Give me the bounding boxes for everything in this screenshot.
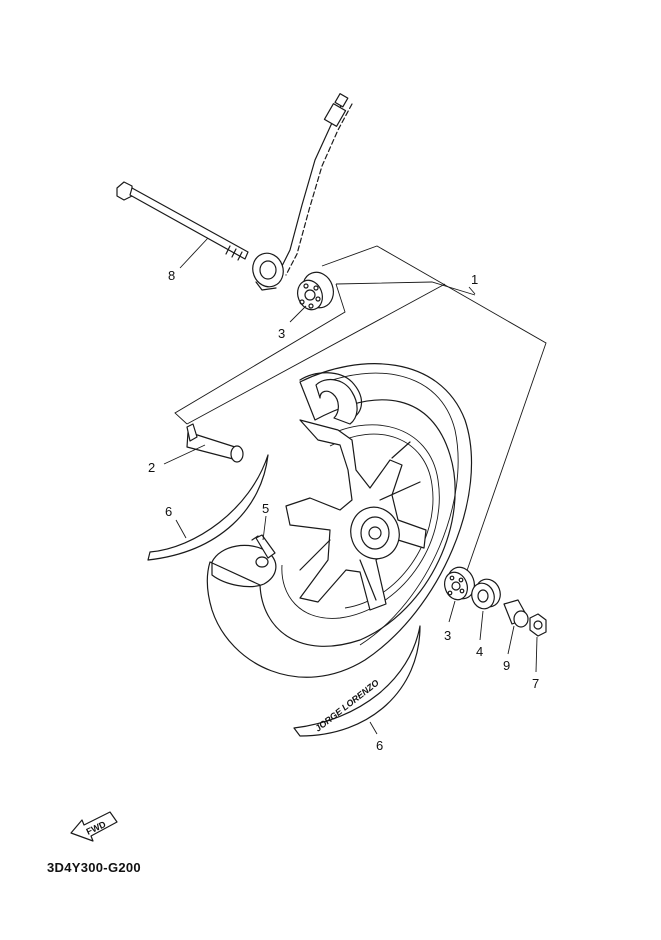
callout-2: 2 <box>148 460 155 475</box>
leader-lines <box>163 237 538 735</box>
spacer-collar <box>186 423 244 463</box>
valve <box>251 534 276 568</box>
axle-nut <box>529 613 547 637</box>
speedometer-cable <box>279 93 353 276</box>
callout-5: 5 <box>262 501 269 516</box>
callout-3b: 3 <box>444 628 451 643</box>
collar <box>503 599 529 628</box>
callout-6b: 6 <box>376 738 383 753</box>
callout-6a: 6 <box>165 504 172 519</box>
diagram-code: 3D4Y300-G200 <box>47 860 141 875</box>
assembly-bracket <box>174 245 547 586</box>
wheel-tyre <box>206 363 473 678</box>
callout-labels: 1 2 3 3 4 5 6 6 7 8 9 <box>148 268 539 753</box>
spacer-ring <box>471 578 501 610</box>
callout-3a: 3 <box>278 326 285 341</box>
callout-9: 9 <box>503 658 510 673</box>
speedometer-gear <box>252 252 284 291</box>
decal-upper <box>147 454 269 561</box>
callout-4: 4 <box>476 644 483 659</box>
wheel-rim <box>281 419 440 619</box>
callout-8: 8 <box>168 268 175 283</box>
callout-7: 7 <box>532 676 539 691</box>
bearing-right <box>444 566 475 601</box>
callout-1: 1 <box>471 272 478 287</box>
bearing-top <box>297 271 334 311</box>
fwd-arrow: FWD <box>70 811 118 842</box>
front-axle <box>116 181 249 261</box>
